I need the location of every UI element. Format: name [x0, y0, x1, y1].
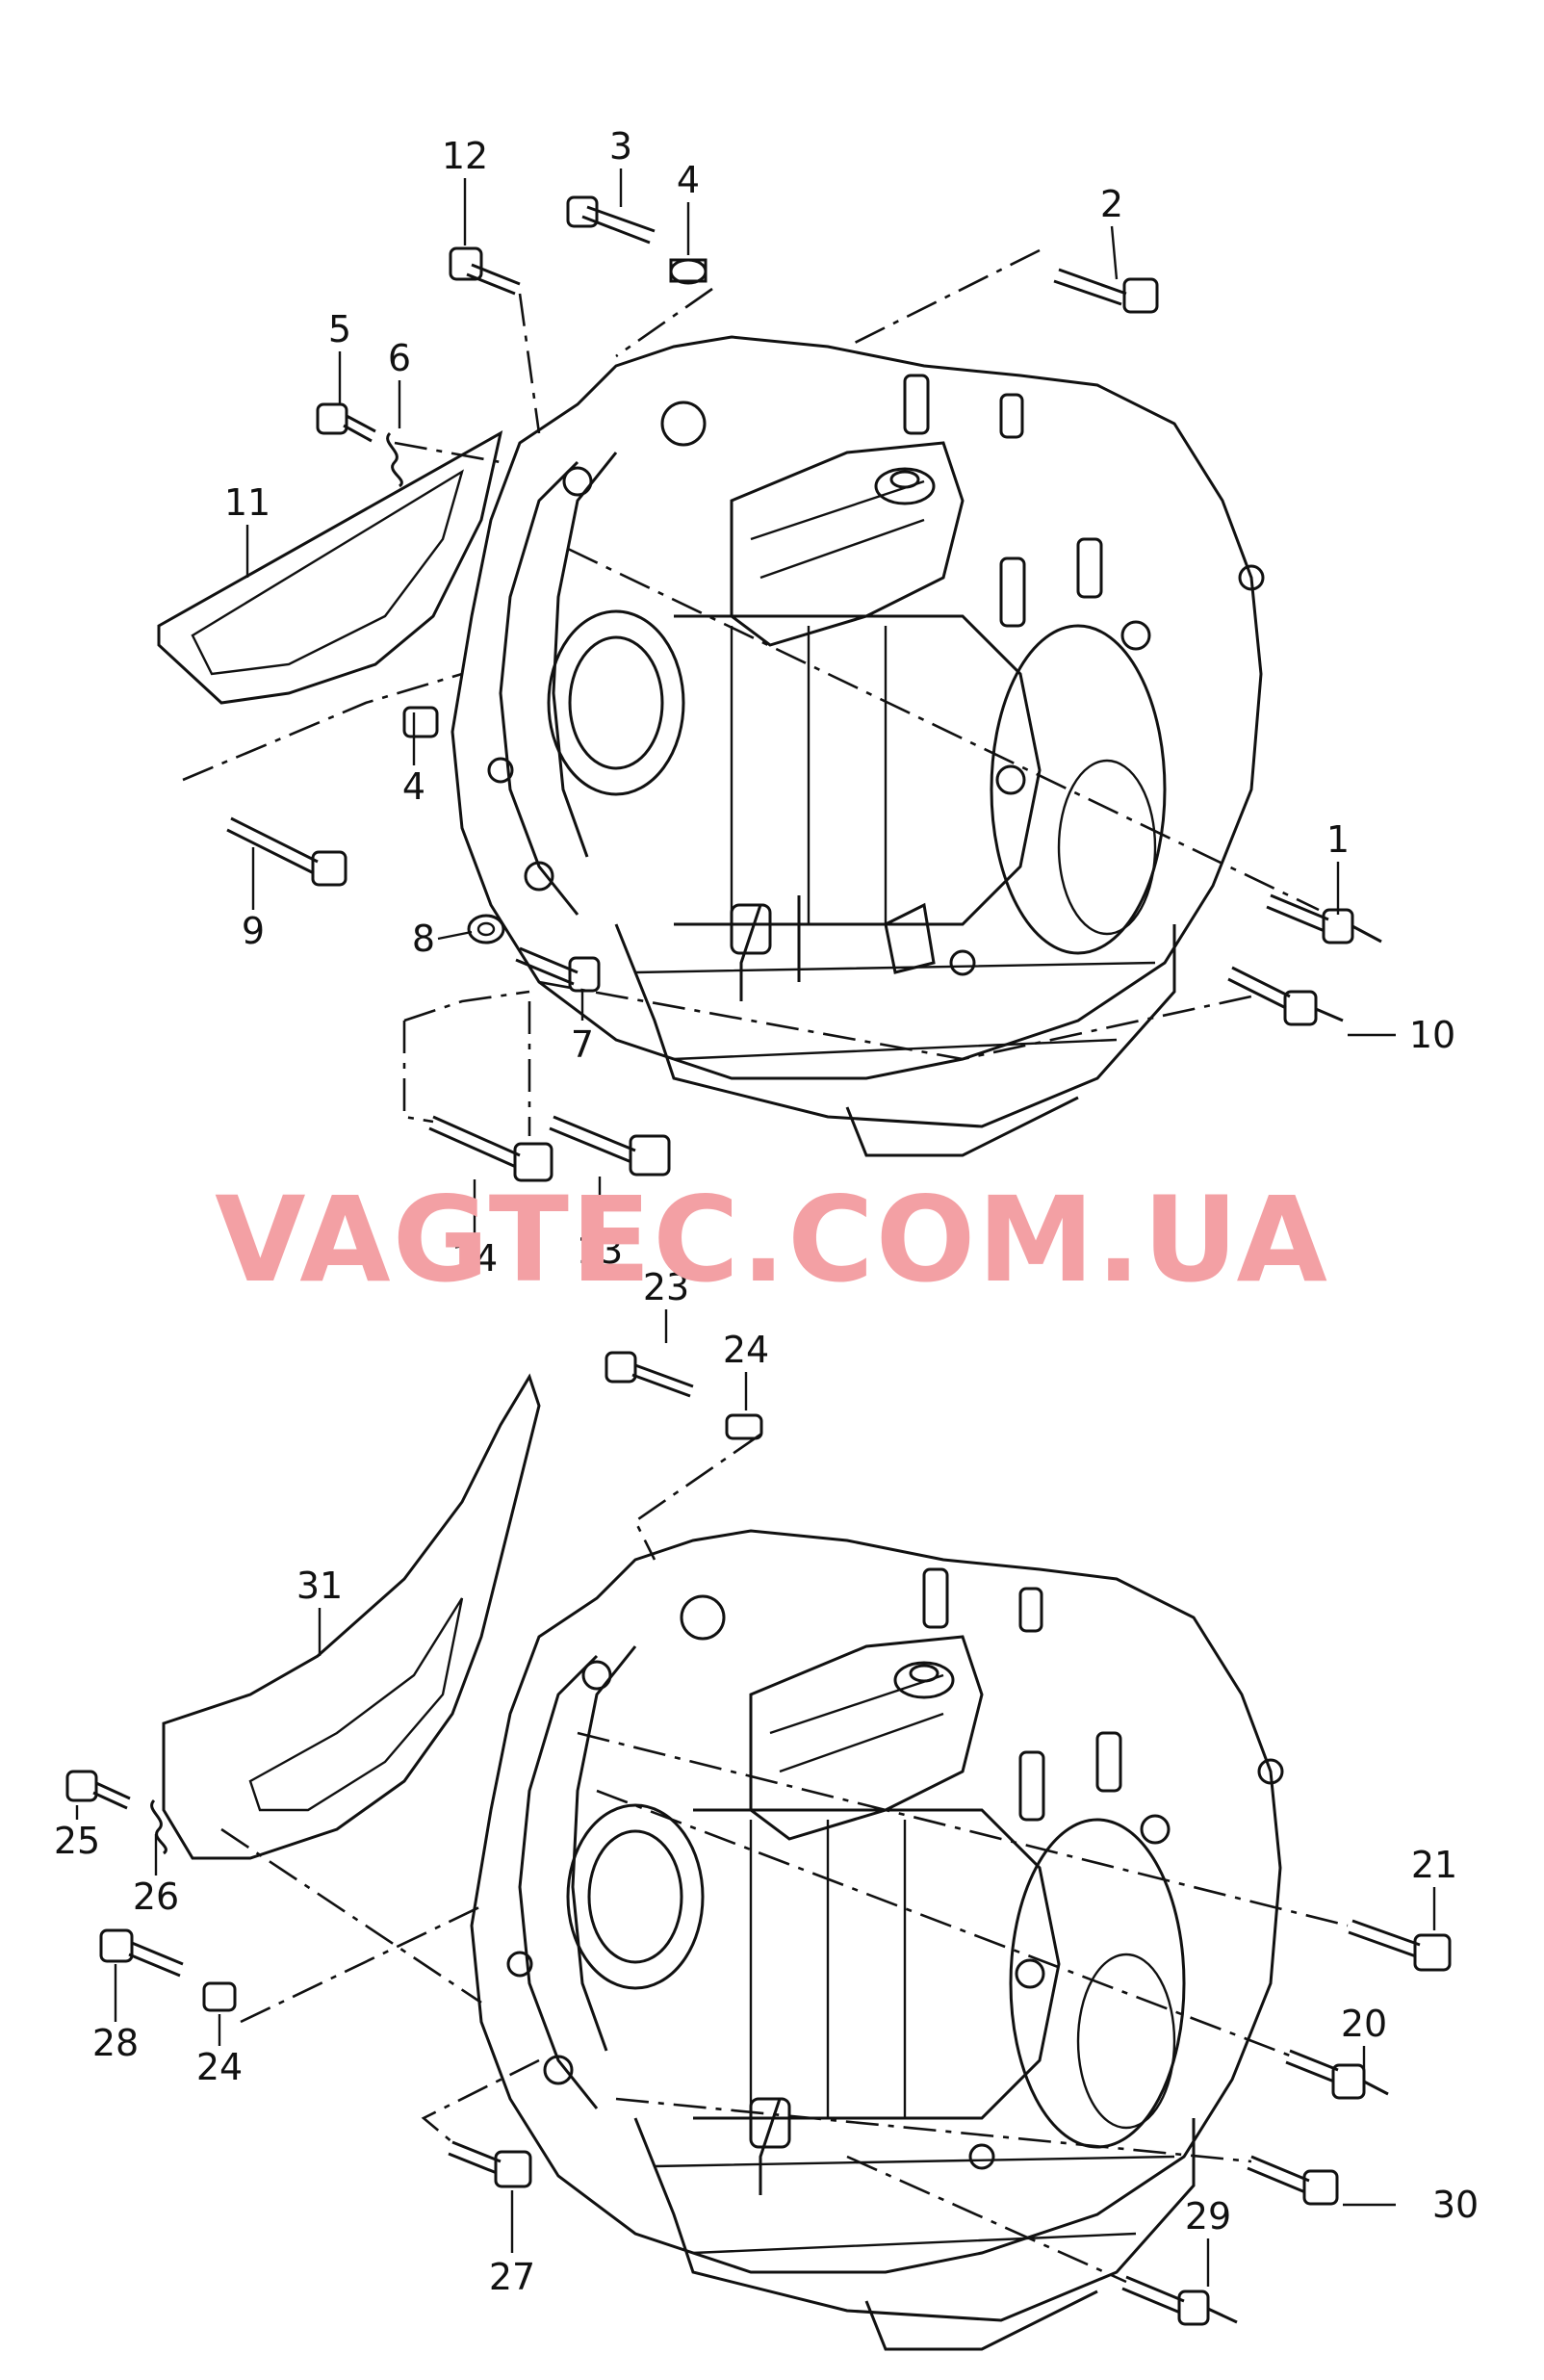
callout-1: 1 [1326, 818, 1350, 861]
assembly-lines-bottom [220, 1433, 1349, 2284]
callout-28: 28 [92, 2022, 139, 2064]
callout-11: 11 [224, 481, 270, 524]
callout-6: 6 [388, 337, 411, 379]
assembly-lines-top [182, 248, 1320, 1136]
callout-29: 29 [1185, 2195, 1231, 2238]
callout-5: 5 [328, 308, 351, 350]
callout-3: 3 [609, 125, 632, 168]
gearbox-top [157, 335, 1265, 1157]
callout-20: 20 [1341, 2003, 1387, 2045]
callout-9: 9 [242, 910, 265, 952]
callout-31: 31 [296, 1565, 343, 1607]
callout-25: 25 [54, 1820, 100, 1862]
gearbox-bottom [162, 1373, 1284, 2351]
callout-4b: 4 [402, 765, 425, 808]
callout-24a: 24 [723, 1329, 769, 1371]
callout-30: 30 [1432, 2184, 1479, 2226]
callout-2: 2 [1100, 183, 1123, 225]
fasteners-bottom [65, 1351, 1452, 2326]
callout-14: 14 [451, 1237, 498, 1280]
callout-27: 27 [489, 2256, 535, 2298]
callout-13: 13 [577, 1229, 623, 1272]
callout-21: 21 [1411, 1844, 1457, 1886]
callout-23: 23 [643, 1266, 689, 1308]
leader-lines [75, 168, 1436, 2287]
callout-24b: 24 [196, 2046, 243, 2088]
callout-7: 7 [571, 1023, 594, 1066]
callouts-top: 1 2 3 4 4 5 6 7 8 9 10 11 12 13 14 [224, 125, 1455, 1280]
fasteners-top [226, 195, 1382, 1182]
callout-10: 10 [1409, 1014, 1455, 1056]
callout-12: 12 [442, 135, 488, 177]
callouts-bottom: 20 21 23 24 24 25 26 27 28 29 30 31 [54, 1266, 1479, 2298]
callout-8: 8 [412, 918, 435, 960]
callout-26: 26 [133, 1876, 179, 1918]
watermark: VAGTEC.COM.UA [215, 1172, 1329, 1308]
callout-4a: 4 [677, 159, 700, 201]
